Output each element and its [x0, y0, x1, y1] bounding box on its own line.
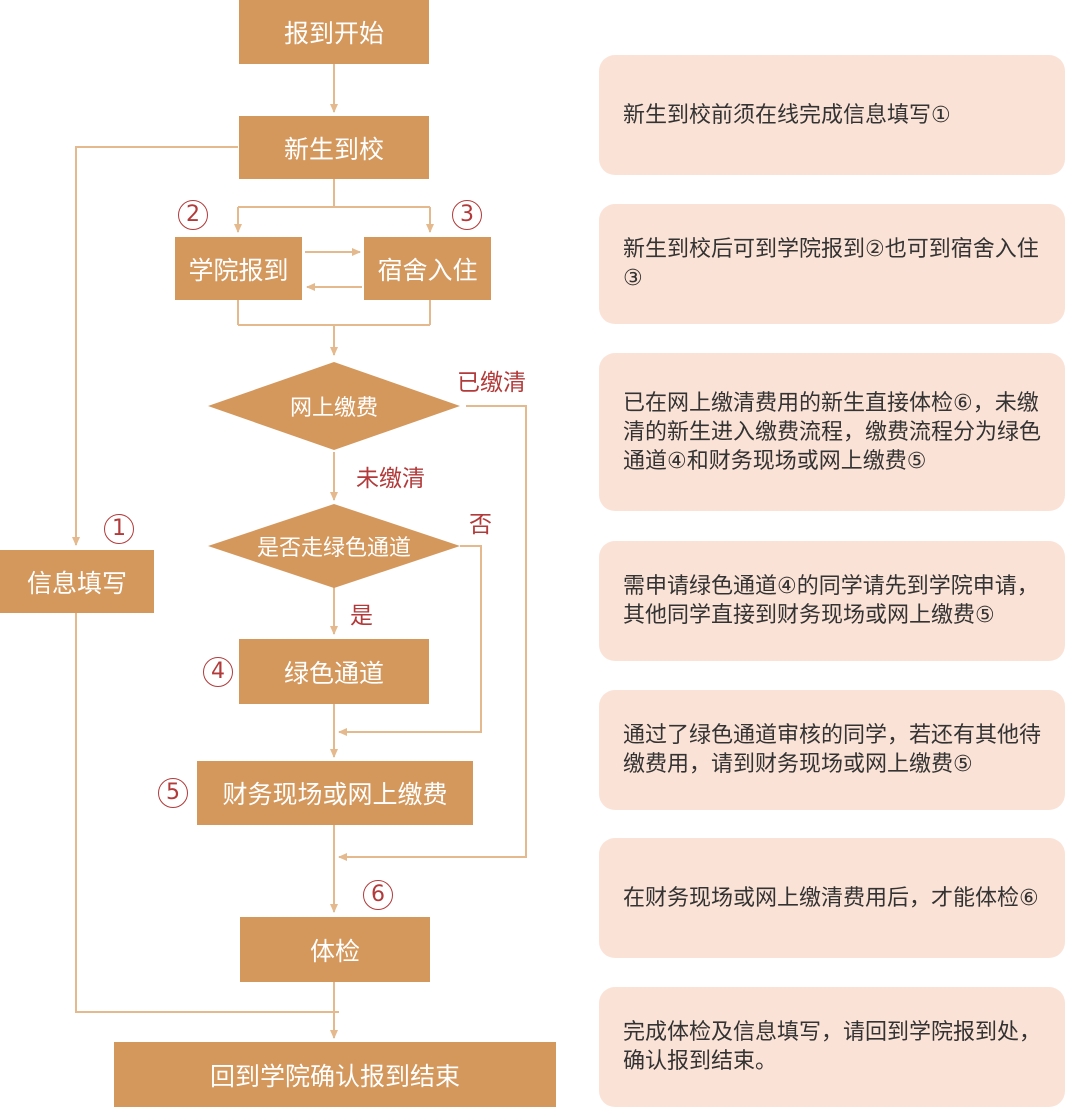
note-2-text: 新生到校后可到学院报到②也可到宿舍入住③ — [623, 237, 1039, 291]
note-2: 新生到校后可到学院报到②也可到宿舍入住③ — [599, 204, 1065, 324]
note-5-text: 通过了绿色通道审核的同学，若还有其他待缴费用，请到财务现场或网上缴费⑤ — [623, 723, 1042, 777]
diamond-online-pay — [208, 362, 460, 450]
note-1-text: 新生到校前须在线完成信息填写① — [623, 102, 951, 128]
note-3: 已在网上缴清费用的新生直接体检⑥，未缴清的新生进入缴费流程，缴费流程分为绿色通道… — [599, 353, 1065, 511]
marker-5: 5 — [158, 778, 188, 808]
note-6-text: 在财务现场或网上缴清费用后，才能体检⑥ — [623, 885, 1039, 911]
node-online-pay-label: 网上缴费 — [289, 396, 378, 421]
node-end: 回到学院确认报到结束 — [114, 1042, 556, 1107]
marker-3: 3 — [452, 200, 482, 230]
edge-paid — [338, 405, 527, 861]
node-start: 报到开始 — [239, 0, 429, 64]
node-info: 信息填写 — [0, 550, 154, 613]
note-7-text: 完成体检及信息填写，请回到学院报到处，确认报到结束。 — [623, 1020, 1042, 1074]
note-7: 完成体检及信息填写，请回到学院报到处，确认报到结束。 — [599, 987, 1065, 1107]
label-paid: 已缴清 — [457, 370, 526, 396]
label-unpaid: 未缴清 — [356, 466, 425, 492]
label-yes: 是 — [350, 603, 373, 629]
marker-1: 1 — [104, 514, 134, 544]
node-green: 绿色通道 — [239, 639, 429, 704]
node-finance: 财务现场或网上缴费 — [197, 761, 473, 825]
note-5: 通过了绿色通道审核的同学，若还有其他待缴费用，请到财务现场或网上缴费⑤ — [599, 690, 1065, 810]
node-college: 学院报到 — [175, 237, 302, 300]
note-6: 在财务现场或网上缴清费用后，才能体检⑥ — [599, 838, 1065, 958]
node-dorm: 宿舍入住 — [364, 237, 491, 300]
note-1: 新生到校前须在线完成信息填写① — [599, 55, 1065, 175]
marker-2: 2 — [178, 200, 208, 230]
node-checkup: 体检 — [240, 917, 430, 982]
note-3-text: 已在网上缴清费用的新生直接体检⑥，未缴清的新生进入缴费流程，缴费流程分为绿色通道… — [623, 390, 1042, 474]
diamond-green-question — [208, 504, 460, 588]
edge-info-end — [75, 613, 339, 1013]
edge-arrive-info — [72, 146, 238, 546]
marker-4: 4 — [203, 657, 233, 687]
note-4-text: 需申请绿色通道④的同学请先到学院申请，其他同学直接到财务现场或网上缴费⑤ — [623, 574, 1039, 628]
node-arrive: 新生到校 — [239, 116, 429, 179]
edge-no — [338, 545, 482, 736]
marker-6: 6 — [363, 880, 393, 910]
note-4: 需申请绿色通道④的同学请先到学院申请，其他同学直接到财务现场或网上缴费⑤ — [599, 541, 1065, 661]
label-no: 否 — [469, 512, 492, 538]
node-green-question-label: 是否走绿色通道 — [256, 536, 411, 561]
